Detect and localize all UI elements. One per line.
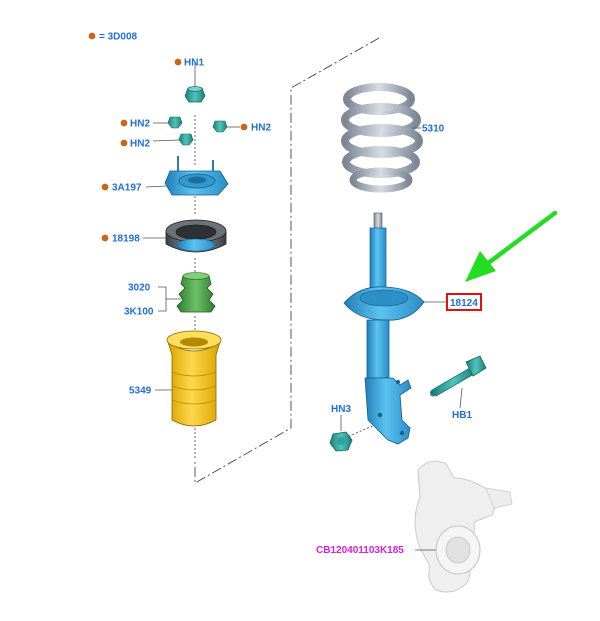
nut-hn1[interactable] bbox=[184, 86, 206, 103]
steering-knuckle[interactable] bbox=[414, 460, 513, 593]
green-arrow-icon bbox=[465, 210, 558, 282]
label-hn1[interactable]: HN1 bbox=[184, 58, 204, 69]
label-5349[interactable]: 5349 bbox=[129, 386, 152, 397]
bump-stop[interactable] bbox=[176, 272, 216, 313]
label-18124[interactable]: 18124 bbox=[450, 298, 478, 309]
label-hn2-left[interactable]: HN2 bbox=[130, 119, 150, 130]
orange-dot-icon bbox=[101, 234, 109, 242]
label-hb1[interactable]: HB1 bbox=[452, 410, 472, 421]
strut-bearing[interactable] bbox=[165, 219, 227, 253]
orange-dot-icon bbox=[120, 119, 128, 127]
label-3020[interactable]: 3020 bbox=[128, 283, 151, 294]
label-hn3[interactable]: HN3 bbox=[331, 404, 351, 415]
dust-boot[interactable] bbox=[166, 330, 222, 427]
highlight-box bbox=[446, 293, 482, 311]
legend: = 3D008 bbox=[88, 32, 138, 43]
leaders bbox=[101, 58, 463, 551]
nut-hn3[interactable] bbox=[329, 431, 353, 452]
strut-assembly[interactable] bbox=[343, 212, 425, 445]
nut-hn2-right[interactable] bbox=[212, 120, 228, 133]
strut-top-mount[interactable] bbox=[164, 156, 229, 196]
legend-text: = 3D008 bbox=[99, 32, 138, 43]
labels: HN1 HN2 HN2 HN2 3A197 18198 3020 3K100 5… bbox=[112, 58, 482, 556]
orange-dot-icon bbox=[88, 32, 96, 40]
orange-dot-icon bbox=[120, 139, 128, 147]
label-knuckle[interactable]: CB120401103K185 bbox=[316, 545, 404, 556]
nut-hn2-lower[interactable] bbox=[178, 133, 194, 146]
nut-hn2-left[interactable] bbox=[167, 116, 183, 129]
coil-spring[interactable] bbox=[341, 83, 423, 193]
orange-dot-icon bbox=[174, 58, 182, 66]
orange-dot-icon bbox=[240, 123, 248, 131]
bolt-hb1[interactable] bbox=[430, 355, 487, 397]
label-3k100[interactable]: 3K100 bbox=[124, 307, 154, 318]
label-3a197[interactable]: 3A197 bbox=[112, 183, 142, 194]
orange-dot-icon bbox=[101, 183, 109, 191]
label-hn2-lower[interactable]: HN2 bbox=[130, 139, 150, 150]
label-18198[interactable]: 18198 bbox=[112, 234, 140, 245]
label-5310[interactable]: 5310 bbox=[422, 124, 445, 135]
label-hn2-right[interactable]: HN2 bbox=[251, 123, 271, 134]
